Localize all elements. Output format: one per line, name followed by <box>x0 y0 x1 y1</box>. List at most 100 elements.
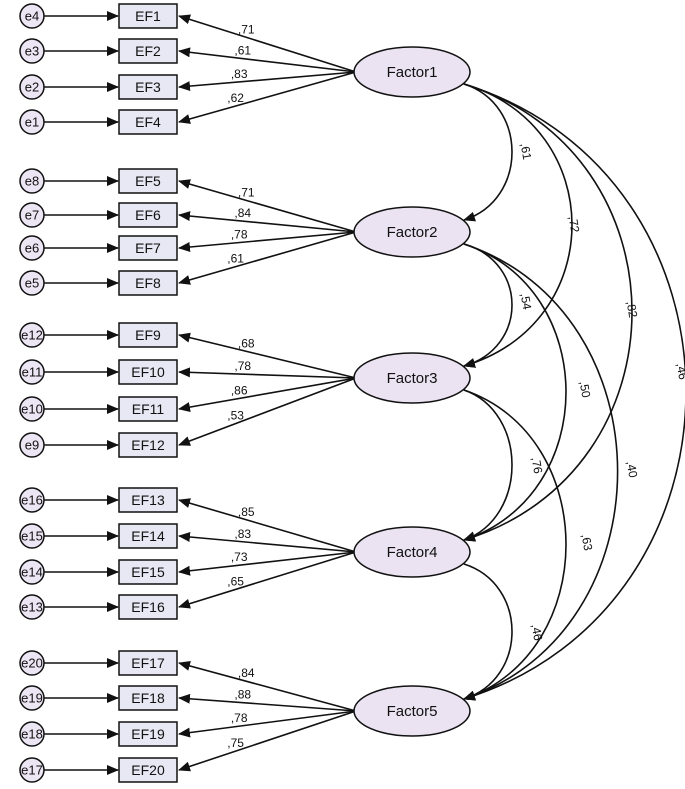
loading-arrow <box>178 231 357 285</box>
loading-label: ,84 <box>238 666 255 680</box>
correlation-arc-factor3-factor5 <box>451 381 567 701</box>
loading-layer: ,71,61,83,62,71,84,78,61,68,78,86,53,85,… <box>178 14 357 772</box>
error-circle <box>19 109 45 135</box>
error-label: e19 <box>21 691 43 706</box>
loading-label: ,78 <box>231 228 248 242</box>
correlation-label: ,76 <box>529 456 546 475</box>
error-circle <box>19 559 45 585</box>
loading-arrow <box>178 367 357 379</box>
loading-arrow <box>178 179 357 233</box>
indicator-label: EF12 <box>131 437 165 453</box>
correlation-arc-factor2-factor4 <box>451 235 567 542</box>
correlation-arc-factor1-factor2 <box>451 75 513 222</box>
correlation-label: ,46 <box>529 623 546 642</box>
loading-arrow <box>178 551 357 609</box>
factor-label: Factor2 <box>387 224 438 241</box>
error-circle <box>19 270 45 296</box>
indicator-box <box>118 594 178 620</box>
node-layer: EF1EF2EF3EF4Factor1EF5EF6EF7EF8Factor2EF… <box>118 3 471 783</box>
correlation-label: ,82 <box>624 300 641 319</box>
indicator-box <box>118 432 178 458</box>
error-circle <box>19 523 45 549</box>
loading-label: ,61 <box>227 252 244 266</box>
indicator-label: EF5 <box>135 173 161 189</box>
error-label: e6 <box>25 241 39 256</box>
indicator-label: EF15 <box>131 564 165 580</box>
correlation-arc-factor2-factor3 <box>452 236 513 368</box>
correlation-label: ,40 <box>624 460 641 479</box>
loading-label: ,73 <box>231 550 248 564</box>
indicator-label: EF1 <box>135 8 161 24</box>
loading-label: ,75 <box>227 736 244 750</box>
indicator-box <box>118 523 178 549</box>
indicator-box <box>118 38 178 64</box>
indicator-label: EF16 <box>131 599 165 615</box>
error-label: e5 <box>25 276 39 291</box>
indicator-label: EF13 <box>131 492 165 508</box>
loading-arrow <box>178 661 357 712</box>
error-label: e14 <box>21 565 43 580</box>
error-circle <box>19 38 45 64</box>
error-label: e4 <box>25 9 39 24</box>
error-label: e12 <box>21 328 43 343</box>
indicator-label: EF8 <box>135 275 161 291</box>
factor-ellipse <box>353 46 471 98</box>
factor-ellipse <box>353 685 471 737</box>
correlation-label: ,61 <box>518 142 535 161</box>
indicator-box <box>118 322 178 348</box>
correlation-label: ,50 <box>577 380 594 399</box>
error-circle <box>19 235 45 261</box>
loading-label: ,78 <box>231 711 248 725</box>
indicator-label: EF20 <box>131 762 165 778</box>
loading-arrow <box>178 377 357 446</box>
factor-label: Factor3 <box>387 370 438 387</box>
loading-arrow <box>178 332 357 379</box>
correlation-label: ,63 <box>579 533 596 552</box>
loading-label: ,88 <box>234 688 251 702</box>
error-circle <box>19 322 45 348</box>
error-circle <box>19 396 45 422</box>
loading-label: ,83 <box>234 527 251 541</box>
loading-arrow <box>178 71 357 92</box>
indicator-label: EF3 <box>135 79 161 95</box>
loading-label: ,71 <box>238 185 255 199</box>
indicator-box <box>118 235 178 261</box>
error-circle <box>19 594 45 620</box>
error-layer: e4e3e2e1e8e7e6e5e12e11e10e9e16e15e14e13e… <box>19 3 119 783</box>
loading-label: ,62 <box>227 91 244 105</box>
loading-label: ,85 <box>238 505 255 519</box>
loading-arrow <box>178 710 357 772</box>
error-circle <box>19 359 45 385</box>
loading-label: ,61 <box>234 44 251 58</box>
correlation-layer: ,61,72,82,46,54,50,40,76,63,46 <box>451 75 685 701</box>
loading-label: ,78 <box>234 359 251 373</box>
loading-label: ,71 <box>238 22 255 36</box>
loading-arrow <box>178 693 357 712</box>
loading-label: ,65 <box>227 574 244 588</box>
indicator-label: EF14 <box>131 528 165 544</box>
error-circle <box>19 74 45 100</box>
indicator-box <box>118 650 178 676</box>
error-label: e13 <box>21 600 43 615</box>
error-label: e1 <box>25 115 39 130</box>
indicator-box <box>118 685 178 711</box>
correlation-label: ,46 <box>674 362 685 381</box>
error-label: e18 <box>21 727 43 742</box>
indicator-label: EF19 <box>131 726 165 742</box>
correlation-arc-factor2-factor5 <box>451 235 619 701</box>
indicator-label: EF11 <box>132 401 165 417</box>
indicator-label: EF18 <box>131 690 165 706</box>
factor-label: Factor5 <box>387 703 438 720</box>
error-circle <box>19 3 45 29</box>
correlation-arc-factor4-factor5 <box>452 555 513 701</box>
error-label: e8 <box>25 174 39 189</box>
loading-arrow <box>178 14 357 73</box>
factor-label: Factor4 <box>387 544 438 561</box>
correlation-label: ,54 <box>518 292 535 311</box>
indicator-box <box>118 74 178 100</box>
loading-arrow <box>178 211 357 233</box>
error-label: e16 <box>21 493 43 508</box>
indicator-label: EF9 <box>135 327 161 343</box>
error-label: e2 <box>25 80 39 95</box>
